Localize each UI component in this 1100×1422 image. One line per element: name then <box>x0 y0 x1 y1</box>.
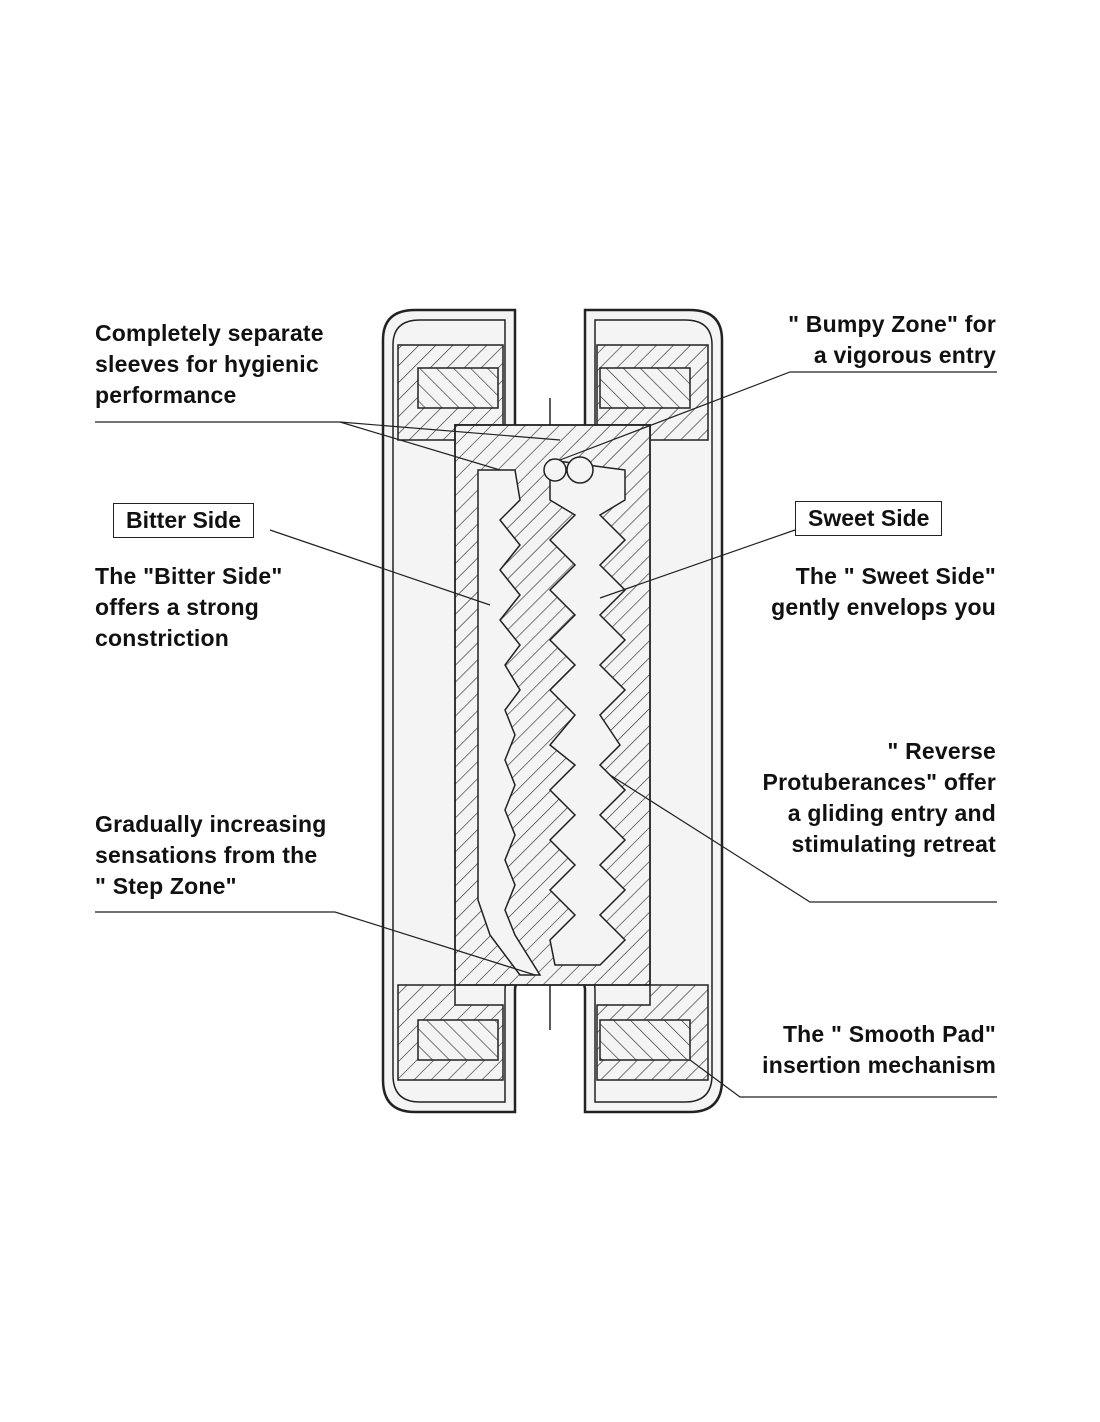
callout-bitter-side: The "Bitter Side" offers a strong constr… <box>95 561 283 654</box>
callout-line: The " Smooth Pad" <box>782 1021 996 1047</box>
callout-line: " Reverse <box>887 738 996 764</box>
leader-smooth-pad <box>689 1059 997 1098</box>
callout-line: " Step Zone" <box>95 873 237 899</box>
callout-line: stimulating retreat <box>791 831 996 857</box>
left-channel <box>477 469 542 976</box>
callout-reverse-protuberances: " Reverse Protuberances" offer a gliding… <box>763 736 996 860</box>
callout-line: constriction <box>95 625 230 651</box>
leader-step-zone <box>95 911 536 976</box>
callout-bumpy-zone: " Bumpy Zone" for a vigorous entry <box>788 309 996 371</box>
sweet-side-tag: Sweet Side <box>795 501 943 536</box>
top-right-pad <box>599 367 691 409</box>
leader-lines <box>95 371 997 1098</box>
top-cap <box>397 344 709 441</box>
leader-reverse-protuberances <box>609 774 997 903</box>
leader-sweet-side <box>599 529 796 599</box>
bottom-cap <box>397 984 709 1081</box>
callout-line: Protuberances" offer <box>762 769 996 795</box>
callout-line: performance <box>95 382 237 408</box>
callout-line: sleeves for hygienic <box>95 351 319 377</box>
leader-sleeves-2 <box>339 421 561 441</box>
callout-line: The " Sweet Side" <box>795 563 996 589</box>
leader-bitter-side <box>269 529 491 606</box>
callout-line: " Bumpy Zone" for <box>788 311 996 337</box>
callout-line: a vigorous entry <box>813 342 996 368</box>
callout-line: a gliding entry and <box>787 800 996 826</box>
top-left-pad <box>417 367 499 409</box>
callout-line: offers a strong <box>95 594 260 620</box>
callout-smooth-pad: The " Smooth Pad" insertion mechanism <box>762 1019 996 1081</box>
inner-sleeve <box>454 424 651 986</box>
right-channel <box>548 459 627 966</box>
bitter-side-tag: Bitter Side <box>113 503 255 538</box>
leader-bumpy-zone <box>559 371 997 461</box>
bottom-left-pad <box>417 1019 499 1061</box>
callout-step-zone: Gradually increasing sensations from the… <box>95 809 327 902</box>
callout-line: Completely separate <box>95 320 324 346</box>
callout-sleeves: Completely separate sleeves for hygienic… <box>95 318 324 411</box>
callout-sweet-side: The " Sweet Side" gently envelops you <box>771 561 996 623</box>
callout-line: sensations from the <box>95 842 318 868</box>
bottom-right-pad <box>599 1019 691 1061</box>
callout-line: Gradually increasing <box>95 811 327 837</box>
callout-line: The "Bitter Side" <box>95 563 283 589</box>
callout-line: gently envelops you <box>771 594 996 620</box>
callout-line: insertion mechanism <box>762 1052 996 1078</box>
